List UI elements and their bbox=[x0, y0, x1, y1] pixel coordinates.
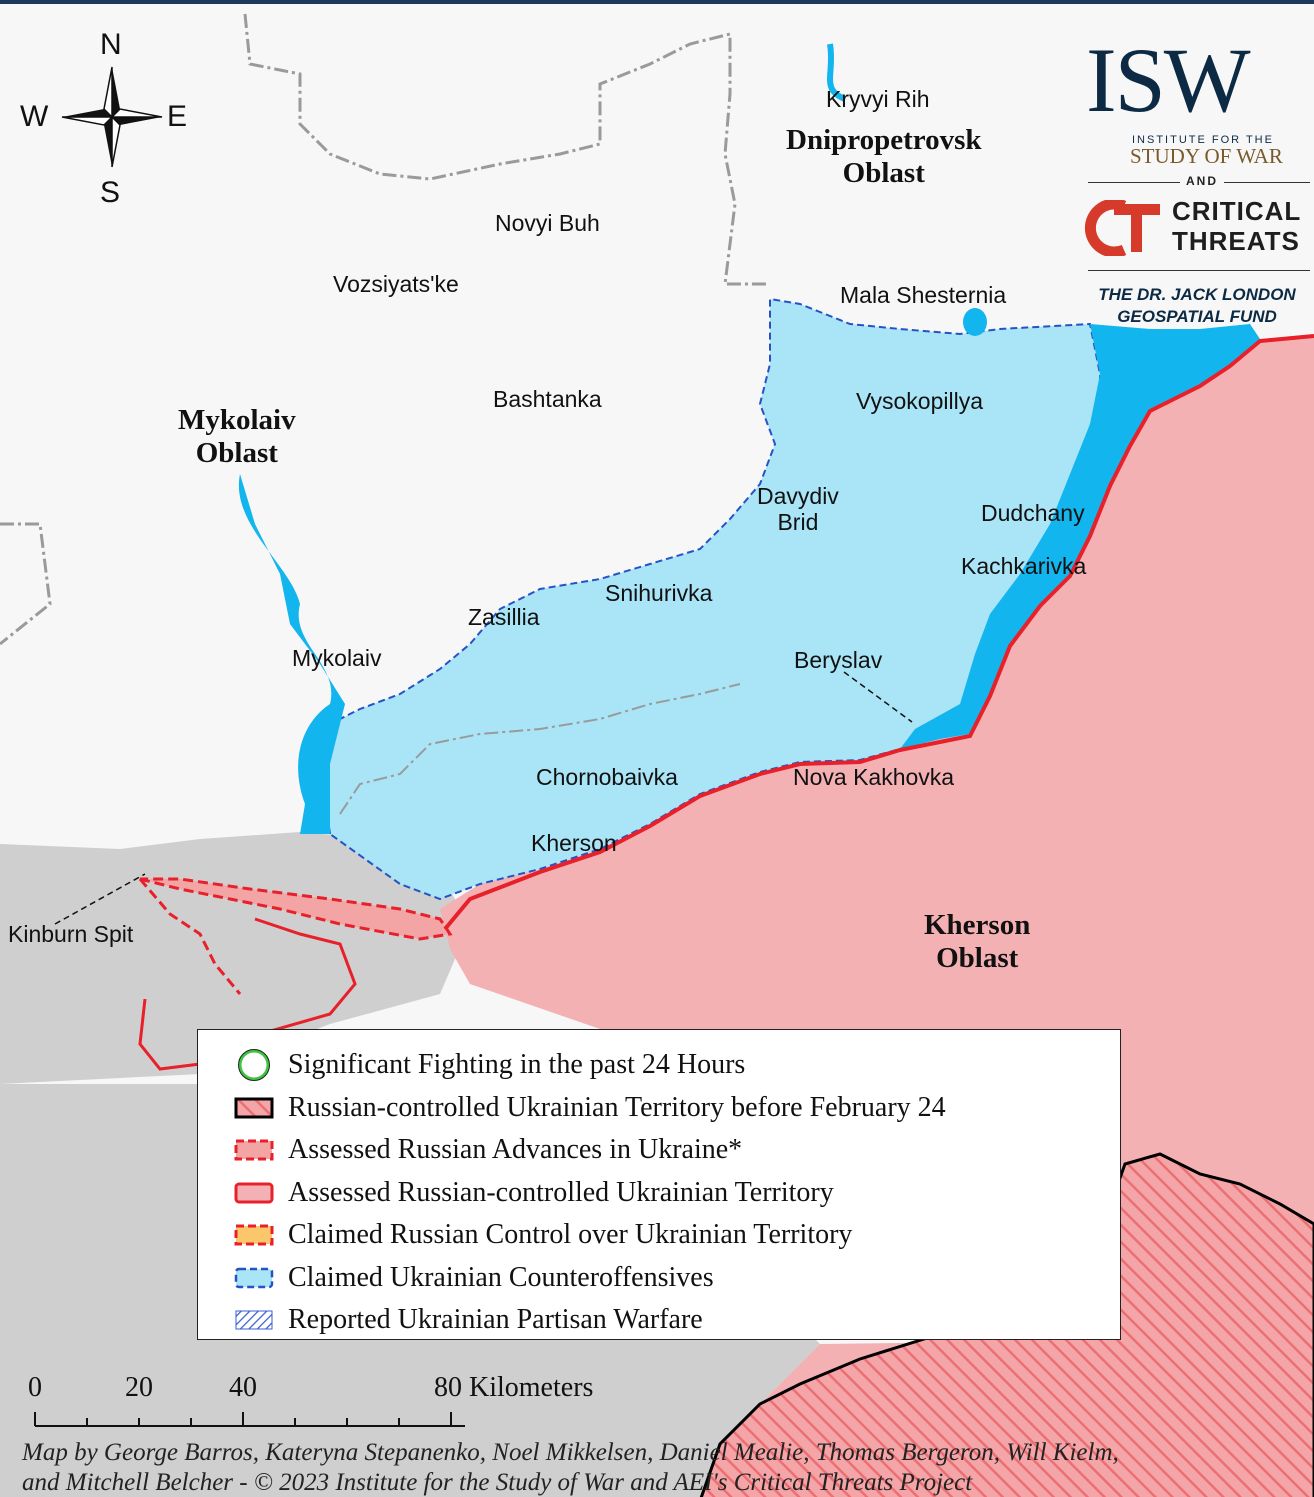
legend-label: Assessed Russian Advances in Ukraine* bbox=[288, 1134, 743, 1166]
city-mykolaiv[interactable]: Mykolaiv bbox=[292, 645, 382, 671]
legend-item-ukrainian-counteroffensives: Claimed Ukrainian Counteroffensives bbox=[234, 1257, 1120, 1300]
scale-unit: Kilometers bbox=[469, 1372, 594, 1403]
map-legend: Significant Fighting in the past 24 Hour… bbox=[197, 1029, 1121, 1340]
fund-line2: GEOSPATIAL FUND bbox=[1117, 307, 1277, 326]
fund-label: THE DR. JACK LONDON GEOSPATIAL FUND bbox=[1080, 284, 1314, 328]
city-kachkarivka[interactable]: Kachkarivka bbox=[961, 553, 1087, 579]
city-zasillia[interactable]: Zasillia bbox=[468, 604, 540, 630]
divider bbox=[1088, 270, 1310, 271]
legend-label: Claimed Russian Control over Ukrainian T… bbox=[288, 1219, 853, 1251]
critical-threats-label: CRITICAL THREATS bbox=[1172, 196, 1301, 256]
city-snihurivka[interactable]: Snihurivka bbox=[605, 580, 713, 606]
city-novyi-buh[interactable]: Novyi Buh bbox=[495, 210, 600, 236]
hatched-swatch-icon bbox=[234, 1096, 274, 1120]
scale-tick-label: 20 bbox=[125, 1372, 153, 1403]
legend-label: Assessed Russian-controlled Ukrainian Te… bbox=[288, 1176, 834, 1208]
compass-north-label: N bbox=[100, 28, 122, 61]
ct-line2: THREATS bbox=[1172, 226, 1300, 256]
legend-label: Russian-controlled Ukrainian Territory b… bbox=[288, 1091, 946, 1123]
legend-label: Claimed Ukrainian Counteroffensives bbox=[288, 1261, 714, 1293]
region-kherson: Kherson Oblast bbox=[924, 909, 1030, 976]
city-mala-shesternia[interactable]: Mala Shesternia bbox=[840, 282, 1007, 308]
and-label: AND bbox=[1180, 174, 1224, 188]
city-dudchany[interactable]: Dudchany bbox=[981, 500, 1085, 526]
russian-control-line bbox=[443, 334, 1314, 931]
isw-subtitle-line1: INSTITUTE FOR THE bbox=[1132, 134, 1274, 146]
scale-tick-label: 0 bbox=[28, 1372, 42, 1403]
credit-line: Map by George Barros, Kateryna Stepanenk… bbox=[22, 1439, 1119, 1466]
kinburn-spit bbox=[139, 877, 453, 941]
city-chornobaivka[interactable]: Chornobaivka bbox=[536, 764, 678, 790]
region-mykolaiv: Mykolaiv Oblast bbox=[178, 404, 296, 471]
compass-east-label: E bbox=[167, 100, 188, 133]
city-davydiv-brid[interactable]: Davydiv Brid bbox=[757, 483, 839, 536]
region-line: Mykolaiv bbox=[178, 404, 296, 436]
russian-controlled-area bbox=[440, 334, 1314, 1497]
city-bashtanka[interactable]: Bashtanka bbox=[493, 386, 602, 412]
legend-label: Significant Fighting in the past 24 Hour… bbox=[288, 1049, 746, 1081]
dnipro-river bbox=[900, 324, 1260, 749]
city-kryvyi-rih[interactable]: Kryvyi Rih bbox=[826, 86, 930, 112]
compass-west-label: W bbox=[20, 100, 49, 133]
map-credit: Map by George Barros, Kateryna Stepanenk… bbox=[22, 1438, 1302, 1497]
city-vysokopillya[interactable]: Vysokopillya bbox=[856, 388, 983, 414]
fund-line1: THE DR. JACK LONDON bbox=[1098, 285, 1296, 304]
isw-logo: ISW bbox=[1086, 29, 1251, 131]
region-line: Kherson bbox=[924, 909, 1031, 941]
scale-ruler bbox=[34, 1412, 465, 1427]
logo-block: ISW INSTITUTE FOR THE STUDY OF WAR AND C… bbox=[1080, 34, 1314, 334]
critical-threats-icon bbox=[1084, 200, 1160, 256]
compass-south-label: S bbox=[100, 176, 121, 209]
legend-label: Reported Ukrainian Partisan Warfare bbox=[288, 1304, 703, 1336]
scale-unit-label: 80 Kilometers bbox=[434, 1372, 593, 1404]
oblast-border bbox=[243, 13, 770, 286]
legend-item-partisan: Reported Ukrainian Partisan Warfare bbox=[234, 1299, 1120, 1342]
red-solid-swatch-icon bbox=[234, 1181, 274, 1205]
compass-rose bbox=[61, 66, 163, 168]
city-beryslav[interactable]: Beryslav bbox=[794, 647, 883, 673]
city-kherson[interactable]: Kherson bbox=[531, 830, 617, 856]
region-line: Dnipropetrovsk bbox=[786, 124, 982, 156]
legend-item-claimed-russian: Claimed Russian Control over Ukrainian T… bbox=[234, 1214, 1120, 1257]
city-vozsiyatske[interactable]: Vozsiyats'ke bbox=[333, 271, 459, 297]
legend-item-fighting: Significant Fighting in the past 24 Hour… bbox=[234, 1044, 1120, 1087]
red-dashed-swatch-icon bbox=[234, 1138, 274, 1162]
region-line: Oblast bbox=[936, 942, 1019, 975]
city-line: Brid bbox=[777, 509, 819, 536]
city-line: Davydiv bbox=[757, 483, 839, 509]
scale-end-value: 80 bbox=[434, 1372, 462, 1403]
city-nova-kakhovka[interactable]: Nova Kakhovka bbox=[793, 764, 955, 790]
scale-tick-label: 40 bbox=[229, 1372, 257, 1403]
inhulets-river bbox=[238, 474, 345, 834]
legend-item-russian-advances: Assessed Russian Advances in Ukraine* bbox=[234, 1129, 1120, 1172]
region-dnipropetrovsk: Dnipropetrovsk Oblast bbox=[786, 124, 982, 191]
scale-bar: 0 20 40 80 Kilometers bbox=[22, 1372, 642, 1432]
ct-line1: CRITICAL bbox=[1172, 196, 1302, 226]
isw-subtitle-line2: STUDY OF WAR bbox=[1130, 144, 1283, 168]
region-line: Oblast bbox=[195, 437, 278, 470]
legend-item-russian-controlled: Assessed Russian-controlled Ukrainian Te… bbox=[234, 1172, 1120, 1215]
credit-line: and Mitchell Belcher - © 2023 Institute … bbox=[22, 1469, 973, 1496]
blue-dashed-swatch-icon bbox=[234, 1266, 274, 1290]
orange-dashed-swatch-icon bbox=[234, 1223, 274, 1247]
city-kinburn-spit[interactable]: Kinburn Spit bbox=[8, 921, 134, 947]
region-line: Oblast bbox=[842, 157, 925, 190]
legend-item-pre-feb24: Russian-controlled Ukrainian Territory b… bbox=[234, 1087, 1120, 1130]
green-circle-icon bbox=[234, 1049, 274, 1082]
blue-hatched-swatch-icon bbox=[234, 1308, 274, 1332]
